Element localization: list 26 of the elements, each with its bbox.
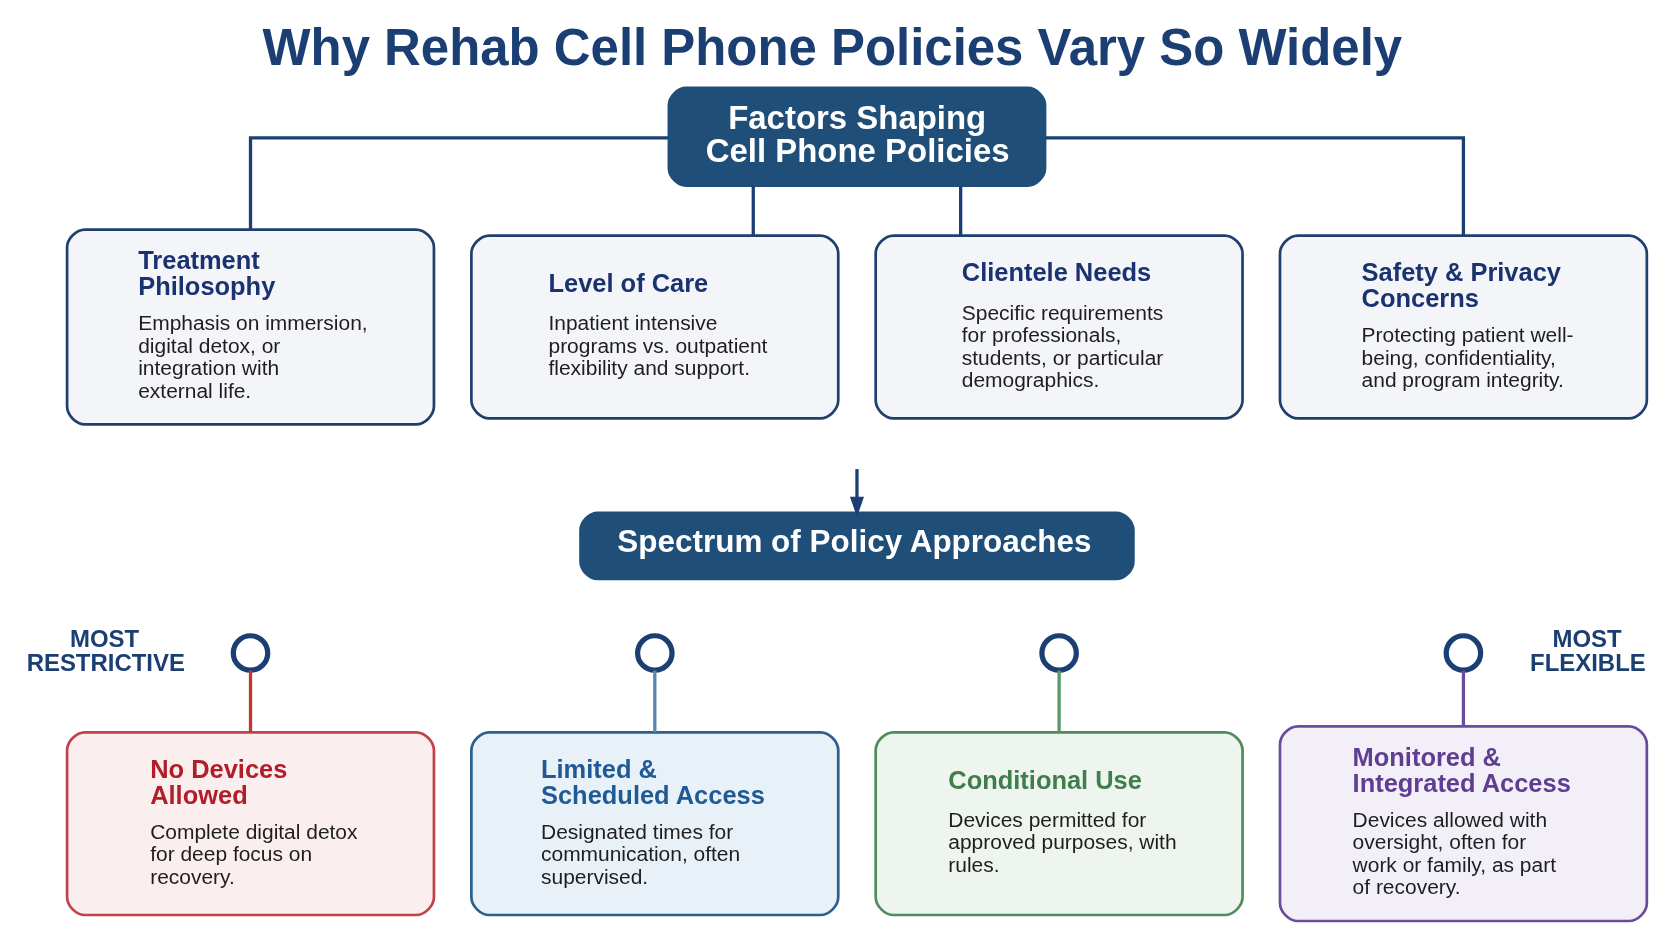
node-box: Treatment Philosophy Emphasis on immersion, digital detox, or integration with external life.: [65, 228, 436, 426]
connector: [1045, 136, 1466, 236]
connector: [653, 670, 657, 733]
node-box: Clientele Needs Specific requirements for professionals, students, or particular demographics.: [874, 234, 1244, 420]
node-circle: [634, 633, 675, 673]
arrow: [849, 469, 864, 517]
node-circle: [1039, 633, 1079, 673]
connector: [751, 186, 755, 235]
connector: [248, 670, 253, 733]
node-circle: [1443, 633, 1484, 673]
node-box: Conditional Use Devices permitted for approved purposes, with rules.: [874, 731, 1244, 917]
node-box: Monitored & Integrated Access Devices allowed with oversight, often for work or family, as part of recovery.: [1278, 725, 1649, 923]
label: MOST RESTRICTIVE: [26, 624, 185, 676]
diagram-title: Why Rehab Cell Phone Policies Vary So Widely: [262, 19, 1403, 77]
node-box: Safety & Privacy Concerns Protecting patient well-being, confidentiality, and program integrity.: [1278, 234, 1649, 420]
node-box: Spectrum of Policy Approaches: [579, 511, 1135, 581]
node-circle: [230, 633, 271, 673]
node-box: Level of Care Inpatient intensive programs vs. outpatient flexibility and support.: [470, 234, 840, 420]
label: MOST FLEXIBLE: [1530, 624, 1646, 676]
connector: [1057, 670, 1061, 733]
node-box: Limited & Scheduled Access Designated times for communication, often supervised.: [470, 731, 840, 917]
node-box: Factors Shaping Cell Phone Policies: [667, 86, 1047, 187]
connector: [959, 186, 963, 235]
connector: [1461, 670, 1466, 727]
connector: [248, 136, 668, 230]
node-box: No Devices Allowed Complete digital detox for deep focus on recovery.: [65, 731, 436, 917]
